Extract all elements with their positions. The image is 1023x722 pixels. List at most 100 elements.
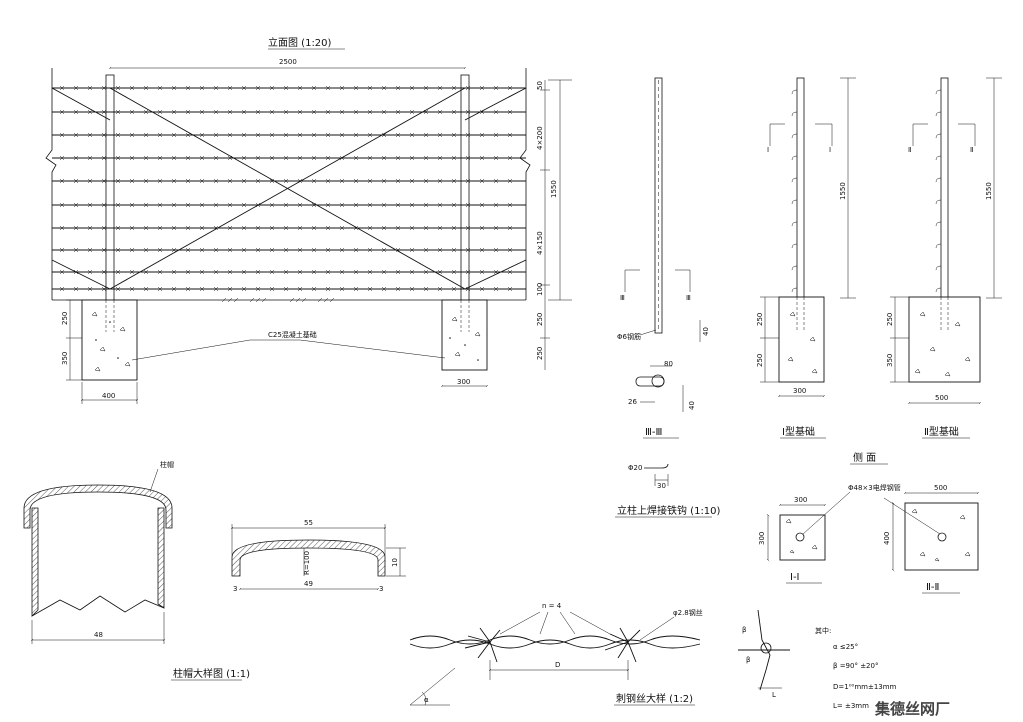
barb (227, 269, 233, 275)
barb (227, 178, 233, 184)
cap-shell (23, 484, 173, 529)
barb (311, 132, 317, 138)
barb (129, 225, 135, 231)
barb (143, 155, 149, 161)
barb (241, 225, 247, 231)
barb (171, 109, 177, 115)
barb (255, 269, 261, 275)
barb (507, 225, 513, 231)
foundation-left (81, 299, 138, 381)
cut-iii-right: Ⅲ (686, 294, 691, 302)
barb (451, 247, 457, 253)
section-2-2: 500 400 Ⅱ-Ⅱ (883, 484, 978, 594)
barb (87, 247, 93, 253)
barb (479, 286, 485, 292)
barb (241, 286, 247, 292)
barb (143, 269, 149, 275)
barb (423, 132, 429, 138)
barb (101, 85, 107, 91)
barb (59, 269, 65, 275)
barb (395, 286, 401, 292)
dim-found-bot-right: 250 (536, 347, 544, 360)
barb (437, 225, 443, 231)
barb (241, 269, 247, 275)
barb (381, 286, 387, 292)
barbed-wire-detail: n = 4 φ2.8钢丝 D α 刺钢丝大样 (1:2) (409, 602, 703, 706)
barb (409, 132, 415, 138)
barb (283, 132, 289, 138)
barb (353, 178, 359, 184)
barb (353, 109, 359, 115)
barb (101, 247, 107, 253)
barb (367, 178, 373, 184)
barb (255, 286, 261, 292)
barb (451, 225, 457, 231)
barb (269, 247, 275, 253)
barb (493, 202, 499, 208)
barb (437, 109, 443, 115)
barb (185, 132, 191, 138)
barb (269, 155, 275, 161)
barb (297, 202, 303, 208)
barb (283, 178, 289, 184)
barb (283, 225, 289, 231)
post-hook (791, 287, 798, 293)
barb (339, 178, 345, 184)
barb (143, 132, 149, 138)
spec-notes: β β L 其中: α ≤25° β =90° ±20° D=1⁰⁰mm±13m… (738, 609, 897, 710)
barb (479, 269, 485, 275)
barb (451, 178, 457, 184)
dim-width-2500: 2500 (279, 58, 297, 66)
barb (129, 109, 135, 115)
barb (479, 85, 485, 91)
post-hook (935, 155, 942, 161)
sec2-title: Ⅱ-Ⅱ (926, 582, 939, 593)
barb (87, 225, 93, 231)
barb (115, 202, 121, 208)
cap-dim-48: 48 (94, 631, 103, 639)
barb (171, 225, 177, 231)
post-hook (935, 243, 942, 249)
sec1-square (779, 514, 826, 561)
barb (143, 109, 149, 115)
barb (199, 85, 205, 91)
cut-ii-left: Ⅱ (908, 146, 911, 154)
barb (297, 109, 303, 115)
rebar-label: Φ6钢筋 (617, 332, 641, 341)
barb (213, 202, 219, 208)
barb (129, 202, 135, 208)
barb (101, 178, 107, 184)
barb (353, 85, 359, 91)
barb (157, 85, 163, 91)
barb (115, 132, 121, 138)
barb (129, 178, 135, 184)
barb (409, 155, 415, 161)
barb (255, 247, 261, 253)
barb (73, 109, 79, 115)
cut-ii-right: Ⅱ (970, 146, 973, 154)
barb (395, 109, 401, 115)
dim-80: 80 (664, 360, 673, 368)
barb (241, 109, 247, 115)
barb (59, 109, 65, 115)
side-view-title: 侧 面 (853, 451, 876, 464)
barb (409, 178, 415, 184)
barb (283, 286, 289, 292)
welded-hook-detail: Φ20 30 立柱上焊接铁钩 (1:10) (615, 463, 721, 518)
barb (129, 269, 135, 275)
barb (423, 202, 429, 208)
barb (465, 109, 471, 115)
barb (325, 202, 331, 208)
barb (339, 85, 345, 91)
barb (437, 202, 443, 208)
barb (199, 132, 205, 138)
cap-dim-10: 10 (391, 558, 399, 567)
barb (227, 85, 233, 91)
barb (241, 247, 247, 253)
barb (171, 202, 177, 208)
barbed-wire-strands (52, 85, 526, 292)
barb (339, 247, 345, 253)
barb (381, 155, 387, 161)
barb (311, 85, 317, 91)
barb (465, 269, 471, 275)
